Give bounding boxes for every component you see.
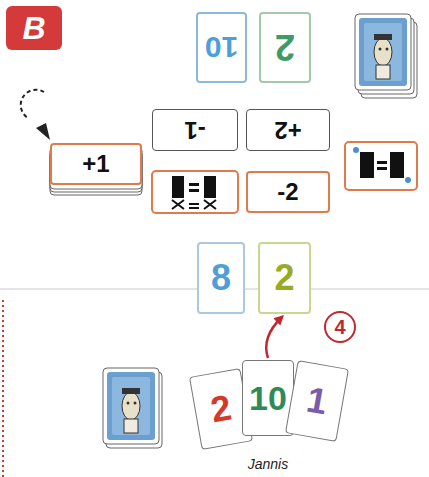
game-card: +1 (50, 143, 142, 185)
callout-number: 4 (324, 311, 356, 343)
game-card: -2 (246, 171, 330, 213)
play-arrow (266, 317, 282, 358)
game-card: 2 (259, 12, 311, 83)
game-card: 10 (196, 12, 247, 83)
card-value: +1 (82, 152, 109, 176)
card-value: 2 (208, 390, 234, 429)
card-value: 10 (249, 381, 287, 415)
card-value: 8 (211, 260, 231, 296)
rotate-symbol (21, 90, 50, 140)
draw-pile (103, 368, 162, 448)
draw-pile (355, 14, 417, 98)
game-card: 8 (197, 242, 245, 314)
card-value: -2 (277, 180, 298, 204)
player-name: Jannis (228, 455, 308, 473)
card-value: 1 (304, 382, 330, 421)
card-value: 2 (275, 30, 295, 66)
section-badge: B (6, 6, 62, 50)
card-value: +2 (274, 118, 301, 142)
margin-line (2, 300, 4, 477)
game-card: +2 (246, 109, 330, 151)
card-value: 2 (274, 260, 294, 296)
card-value: 10 (205, 33, 238, 63)
game-card: 1 (285, 360, 349, 442)
game-card: -1 (152, 109, 238, 151)
game-card: 2 (258, 242, 311, 314)
equals-card (345, 142, 417, 190)
equals-card (152, 171, 238, 213)
card-value: -1 (184, 118, 205, 142)
